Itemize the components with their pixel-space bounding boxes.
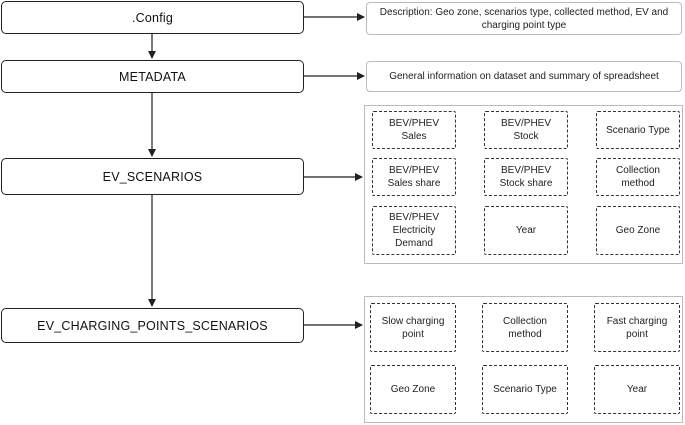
field-scenario-type: Scenario Type [596, 111, 680, 149]
field-collection-method: Collection method [596, 158, 680, 196]
node-ev-scenarios: EV_SCENARIOS [1, 158, 304, 195]
field-bev-phev-stock: BEV/PHEV Stock [484, 111, 568, 149]
field-fast-charging-point: Fast charging point [594, 303, 680, 352]
field-scenario-type: Scenario Type [482, 365, 568, 414]
metadata-description: General information on dataset and summa… [366, 61, 682, 92]
field-bev-phev-sales: BEV/PHEV Sales [372, 111, 456, 149]
node-config: .Config [1, 1, 304, 34]
field-geo-zone: Geo Zone [596, 206, 680, 255]
node-ev-charging-points-scenarios: EV_CHARGING_POINTS_SCENARIOS [1, 308, 304, 343]
field-year: Year [484, 206, 568, 255]
config-description: Description: Geo zone, scenarios type, c… [366, 2, 682, 35]
field-slow-charging-point: Slow charging point [370, 303, 456, 352]
field-year: Year [594, 365, 680, 414]
node-metadata: METADATA [1, 60, 304, 93]
field-geo-zone: Geo Zone [370, 365, 456, 414]
field-bev-phev-electricity-demand: BEV/PHEV Electricity Demand [372, 206, 456, 255]
field-bev-phev-sales-share: BEV/PHEV Sales share [372, 158, 456, 196]
field-bev-phev-stock-share: BEV/PHEV Stock share [484, 158, 568, 196]
field-collection-method: Collection method [482, 303, 568, 352]
